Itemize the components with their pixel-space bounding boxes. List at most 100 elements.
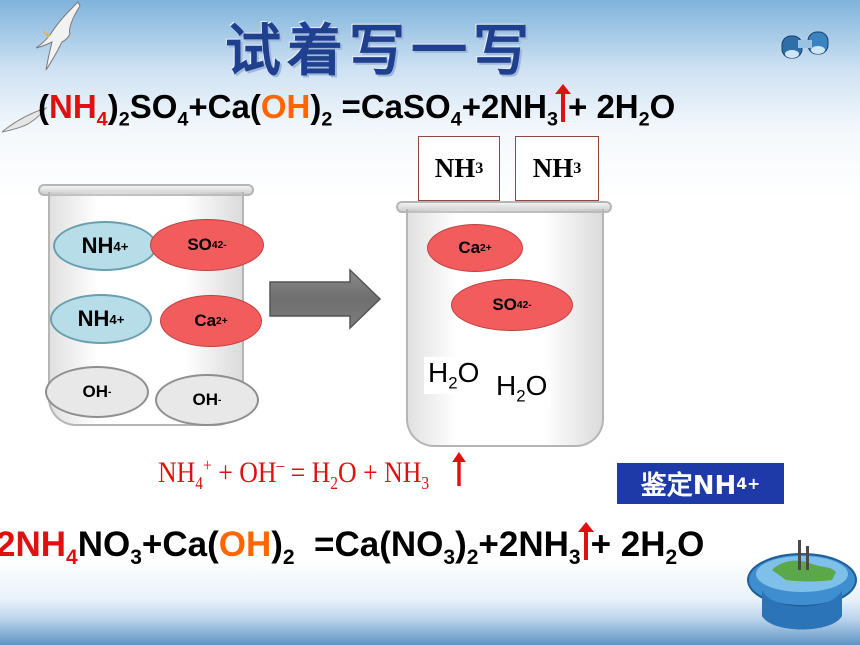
gas-arrow-icon [555, 84, 572, 122]
eq3-o: O [677, 525, 705, 564]
eq3-tail: + 2H [590, 525, 666, 564]
eq3-oh: OH [218, 525, 272, 564]
ion-sub: 4 [113, 238, 121, 254]
eq2-plus: + [356, 456, 385, 489]
eq2-oh: OH [239, 456, 277, 489]
eq1-nh: NH [49, 88, 97, 125]
equation-ammonium-nitrate: 2NH4NO3+Ca(OH)2 =Ca(NO3)2+2NH3+ 2H2O [0, 522, 705, 570]
ion-label: OH [192, 390, 219, 409]
equation-ammonium-sulfate: (NH4)2SO4+Ca(OH)2 =CaSO4+2NH3+ 2H2O [38, 84, 676, 132]
badge-sub: 4 [736, 474, 748, 493]
eq3-sub3c: 3 [568, 546, 581, 569]
gas-sub: 3 [475, 159, 484, 177]
eq2-equals: = [284, 456, 312, 489]
eq1-plus2nh: +2NH [461, 88, 547, 125]
eq3-lead: 2 [0, 525, 16, 564]
eq1-sub4: 4 [96, 108, 108, 131]
eq1-plus-ca: +Ca( [188, 88, 261, 125]
ion-label: OH [82, 382, 109, 401]
water-o: O [457, 357, 480, 388]
seagull-icon [1, 107, 48, 133]
globe-icon [747, 540, 857, 630]
ion-label: Ca [194, 311, 217, 330]
eq3-sub2: 2 [282, 546, 295, 569]
eq1-so: SO [129, 88, 178, 125]
water-sub: 2 [448, 373, 458, 393]
water-sub: 2 [516, 386, 526, 406]
gas-arrow-icon [452, 452, 467, 486]
ion-label: Ca [458, 238, 481, 257]
ion-hydroxide: OH- [45, 366, 149, 418]
water-h: H [496, 370, 517, 401]
ion-label: SO [187, 235, 212, 254]
seagull-icon [35, 1, 81, 71]
eq3-plus2nh: +2NH [478, 525, 569, 564]
eq3-sub3: 3 [130, 546, 142, 569]
gas-arrow-icon [577, 522, 594, 560]
eq3-nh: NH [15, 525, 67, 564]
ion-label: NH [77, 306, 110, 331]
ion-sub: 4 [516, 299, 523, 311]
eq3-close: ) [271, 525, 283, 564]
eq1-sub3: 3 [547, 108, 559, 131]
eq3-sub3b: 3 [443, 546, 456, 569]
eq3-no: NO [77, 525, 131, 564]
eq2-o: O [338, 456, 357, 489]
eq1-sub4b: 4 [177, 108, 189, 131]
binoculars-icon [781, 31, 829, 59]
gas-label: NH [532, 153, 574, 183]
eq2-sub4: 4 [195, 473, 204, 493]
eq1-oh: OH [260, 88, 311, 125]
eq3-eq-part: =Ca(NO [294, 525, 444, 564]
eq1-sub4c: 4 [450, 108, 462, 131]
eq1-tail: + 2H [568, 88, 639, 125]
eq3-sub4: 4 [66, 546, 78, 569]
ion-sup: + [116, 311, 125, 327]
eq3-plus-ca: +Ca( [141, 525, 219, 564]
ion-sup: - [218, 394, 222, 406]
slide-title: 试着写一写 [225, 19, 535, 84]
ion-sup: 2- [217, 239, 227, 251]
water-h: H [428, 357, 449, 388]
equation-ionic: NH4+ + OH– = H2O + NH3 [158, 452, 467, 494]
eq3-sub2c: 2 [665, 546, 678, 569]
ion-sup: 2+ [480, 242, 492, 254]
ion-sup: + [120, 238, 129, 254]
eq2-sub2: 2 [330, 473, 339, 493]
badge-label: 鉴定NH [640, 471, 737, 501]
ion-sup: 2- [522, 299, 532, 311]
ion-hydroxide: OH- [155, 374, 259, 426]
badge-sup: + [747, 474, 761, 493]
ion-sub: 4 [109, 311, 117, 327]
eq1-paren: ( [38, 88, 49, 125]
eq1-o: O [649, 88, 676, 125]
eq1-sub2b: 2 [321, 108, 333, 131]
arrow-right-icon [269, 268, 382, 330]
eq1-sub2a: 2 [118, 108, 130, 131]
eq2-nh: NH [158, 456, 196, 489]
water-o: O [525, 370, 548, 401]
eq3-sub2b: 2 [466, 546, 479, 569]
water-molecule: H2O [424, 357, 484, 394]
eq2-nh3: NH [384, 456, 422, 489]
ion-sup: - [108, 386, 112, 398]
eq3-close2: ) [455, 525, 467, 564]
water-molecule: H2O [492, 370, 552, 407]
ion-label: NH [81, 233, 114, 258]
ion-sub: 4 [211, 239, 218, 251]
gas-sub: 3 [573, 159, 582, 177]
eq2-sub3: 3 [421, 473, 430, 493]
ion-label: SO [492, 295, 517, 314]
eq1-eq-part: =CaSO [332, 88, 451, 125]
eq2-sup-plus: + [203, 455, 212, 475]
